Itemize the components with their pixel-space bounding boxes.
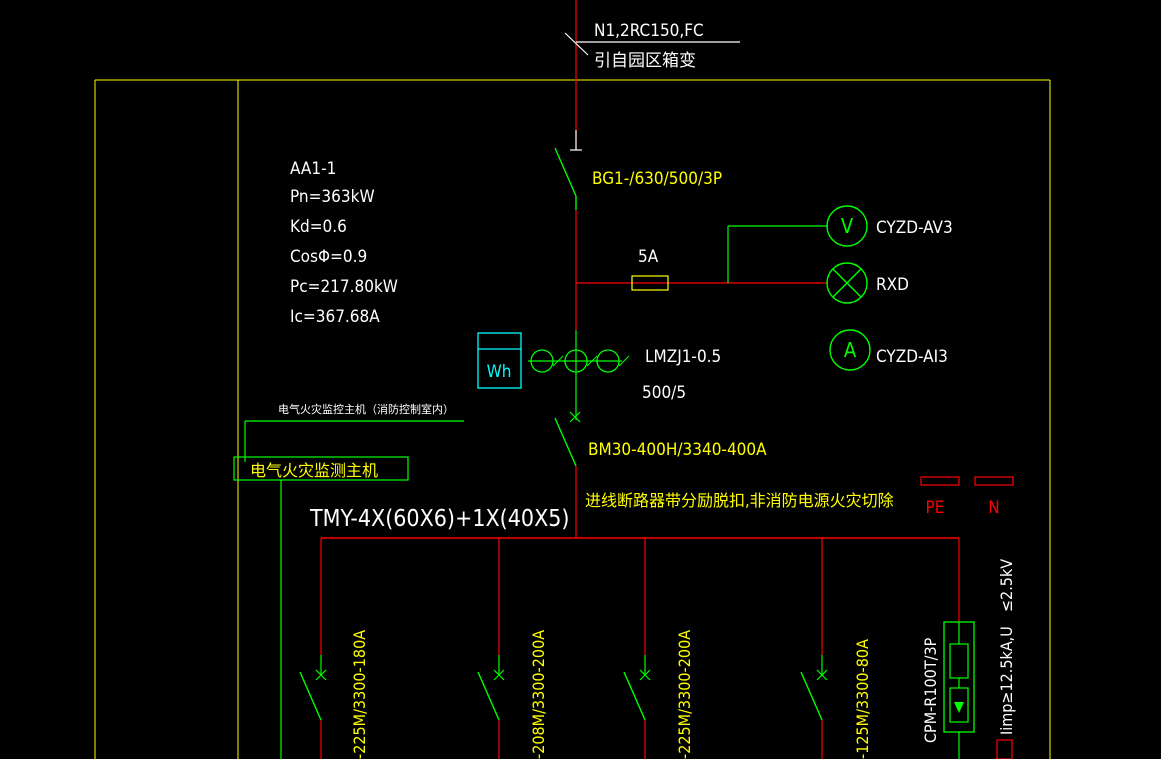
panel-cos: CosΦ=0.9 bbox=[290, 247, 367, 267]
indicator-lamp: RXD bbox=[826, 262, 909, 304]
main-breaker: BM30-400H/3340-400A 进线断路器带分励脱扣,非消防电源火灾切除 bbox=[554, 411, 894, 538]
panel-frame bbox=[94, 79, 1051, 759]
fire-monitor: 电气火灾监控主机（消防控制室内） 电气火灾监测主机 bbox=[233, 402, 464, 759]
ammeter-symbol: A bbox=[844, 338, 857, 362]
instrument-branch: 5A bbox=[576, 225, 828, 291]
ammeter-model: CYZD-AI3 bbox=[876, 347, 948, 367]
spd-imp: Iimp≥12.5kA,U bbox=[997, 626, 1016, 735]
spd-arrow-icon bbox=[954, 702, 964, 713]
fire-monitor-note: 电气火灾监控主机（消防控制室内） bbox=[278, 402, 454, 416]
pe-n-terminals: PE N bbox=[920, 476, 1014, 518]
incoming-source-label: 引自园区箱变 bbox=[594, 51, 696, 71]
panel-parameters: AA1-1 Pn=363kW Kd=0.6 CosΦ=0.9 Pc=217.80… bbox=[290, 159, 398, 327]
isolator-label: BG1-/630/500/3P bbox=[592, 169, 722, 189]
incoming-cable-label: N1,2RC150,FC bbox=[594, 21, 704, 41]
branch-4-label: -125M/3300-80A bbox=[853, 639, 872, 759]
panel-ic: Ic=367.68A bbox=[290, 307, 380, 327]
busbar-label: TMY-4X(60X6)+1X(40X5) bbox=[309, 506, 570, 532]
ct-ratio-label: 500/5 bbox=[642, 383, 686, 403]
voltmeter-model: CYZD-AV3 bbox=[876, 218, 953, 238]
isolator-switch: BG1-/630/500/3P bbox=[554, 130, 722, 210]
fuse-label: 5A bbox=[638, 247, 659, 267]
ammeter: A CYZD-AI3 bbox=[829, 329, 948, 371]
voltmeter-symbol: V bbox=[841, 214, 854, 238]
pe-label: PE bbox=[926, 498, 945, 518]
fuse-symbol bbox=[631, 275, 669, 291]
panel-pn: Pn=363kW bbox=[290, 187, 375, 207]
panel-kd: Kd=0.6 bbox=[290, 217, 347, 237]
spd-model: CPM-R100T/3P bbox=[921, 637, 940, 743]
branch-1: -225M/3300-180A bbox=[299, 538, 369, 759]
fire-monitor-box-label: 电气火灾监测主机 bbox=[250, 461, 378, 480]
main-breaker-label: BM30-400H/3340-400A bbox=[588, 440, 767, 460]
branch-2-label: -208M/3300-200A bbox=[529, 630, 548, 759]
branch-3: -225M/3300-200A bbox=[623, 538, 694, 759]
current-transformer: LMZJ1-0.5 500/5 bbox=[528, 330, 721, 420]
panel-pc: Pc=217.80kW bbox=[290, 277, 398, 297]
breaker-note: 进线断路器带分励脱扣,非消防电源火灾切除 bbox=[585, 491, 894, 510]
branch-1-label: -225M/3300-180A bbox=[350, 630, 369, 759]
ct-label: LMZJ1-0.5 bbox=[645, 347, 721, 367]
surge-protector: CPM-R100T/3P ≤2.5kV Iimp≥12.5kA,U bbox=[921, 538, 1016, 759]
n-label: N bbox=[988, 498, 999, 518]
voltmeter: V CYZD-AV3 bbox=[826, 205, 953, 247]
energy-meter: Wh bbox=[477, 332, 522, 389]
meter-label: Wh bbox=[487, 362, 512, 382]
busbar: TMY-4X(60X6)+1X(40X5) bbox=[309, 506, 959, 539]
lamp-model: RXD bbox=[876, 275, 909, 295]
incoming-feeder: N1,2RC150,FC 引自园区箱变 bbox=[564, 0, 740, 150]
branch-2: -208M/3300-200A bbox=[477, 538, 548, 759]
spd-up: ≤2.5kV bbox=[997, 559, 1016, 612]
branch-4: -125M/3300-80A bbox=[800, 538, 872, 759]
branch-3-label: -225M/3300-200A bbox=[675, 630, 694, 759]
panel-id: AA1-1 bbox=[290, 159, 336, 179]
